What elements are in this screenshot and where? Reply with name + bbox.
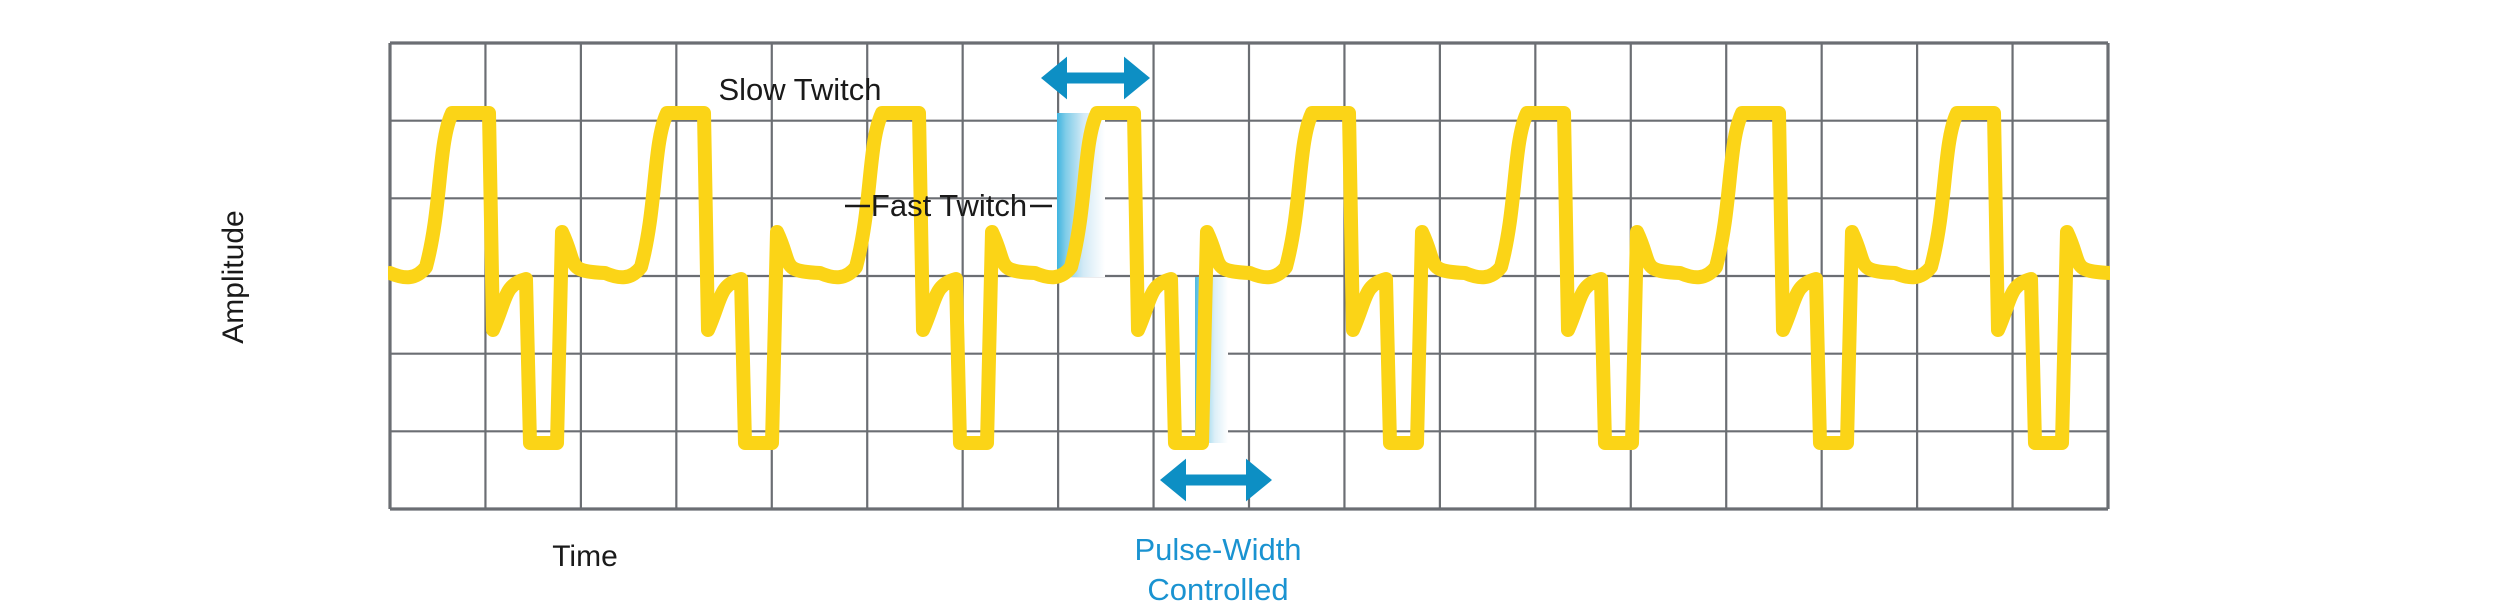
y-axis-label: Amplitude xyxy=(217,210,250,343)
slow-twitch-label: Slow Twitch xyxy=(718,72,881,107)
slow-twitch-width-arrow xyxy=(1041,56,1150,100)
waveform-path xyxy=(388,106,2110,450)
measurement-arrows xyxy=(1041,56,1272,502)
x-axis-label: Time xyxy=(552,540,618,573)
pulse-width-label-line2: Controlled xyxy=(1147,572,1288,607)
pulse-width-label-line1: Pulse-Width xyxy=(1134,532,1301,567)
waveform-trace xyxy=(388,106,2110,450)
pulse-width-arrow xyxy=(1160,458,1272,502)
fast-twitch-label: Fast Twitch xyxy=(871,188,1027,223)
